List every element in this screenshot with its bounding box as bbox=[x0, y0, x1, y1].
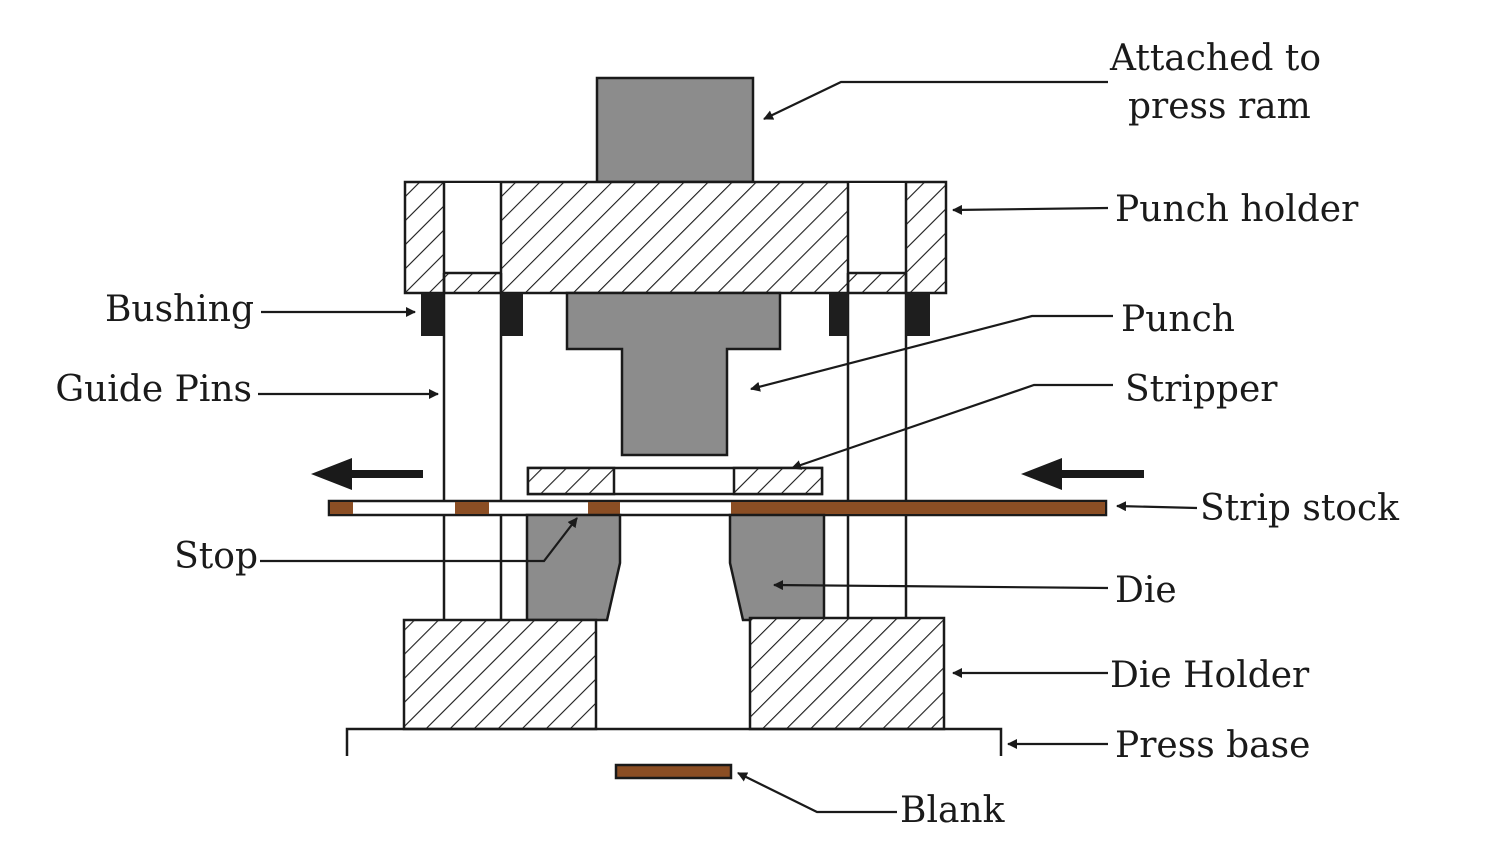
strip-stock-segment bbox=[588, 502, 620, 514]
ram-shank bbox=[595, 76, 755, 184]
punch-body bbox=[565, 291, 782, 457]
strip-stock-segment bbox=[455, 502, 489, 514]
leader-punch bbox=[750, 314, 1113, 392]
leader-attached-to-press-ram bbox=[763, 80, 1108, 120]
bushing-block bbox=[501, 293, 523, 336]
press-base bbox=[345, 727, 1003, 756]
leader-strip-stock bbox=[1116, 501, 1198, 512]
feed-arrow-right-icon bbox=[1021, 458, 1144, 490]
label-attached-line2: press ram bbox=[1128, 86, 1311, 127]
stripper-hatch-right bbox=[732, 466, 824, 496]
die-holder-left bbox=[402, 618, 598, 731]
label-press-base: Press base bbox=[1115, 725, 1310, 766]
label-die: Die bbox=[1115, 570, 1177, 611]
label-stripper: Stripper bbox=[1125, 369, 1278, 410]
die-right-block bbox=[728, 513, 826, 622]
stripper-hatch-left bbox=[526, 466, 616, 496]
bushing-block bbox=[421, 293, 443, 336]
label-bushing: Bushing bbox=[105, 289, 254, 330]
die-left-block bbox=[525, 513, 622, 622]
bushing-block bbox=[829, 293, 848, 336]
label-guide-pins: Guide Pins bbox=[55, 369, 252, 410]
label-die-holder: Die Holder bbox=[1110, 655, 1310, 696]
strip-stock-segment bbox=[731, 502, 1105, 514]
strip-stock-segment bbox=[330, 502, 353, 514]
leader-die bbox=[773, 580, 1109, 591]
label-punch: Punch bbox=[1121, 299, 1235, 340]
bushing-block bbox=[906, 293, 930, 336]
leader-blank bbox=[737, 772, 897, 814]
label-punch-holder: Punch holder bbox=[1115, 189, 1359, 230]
punch-holder-bore-right bbox=[848, 183, 906, 273]
feed-arrow-left-icon bbox=[311, 458, 423, 490]
label-strip-stock: Strip stock bbox=[1200, 488, 1400, 529]
punch-holder-bore-left bbox=[444, 183, 501, 273]
blank-piece bbox=[614, 763, 733, 780]
label-attached-line1: Attached to bbox=[1109, 38, 1321, 79]
label-blank: Blank bbox=[900, 790, 1006, 831]
leader-stop bbox=[260, 517, 578, 563]
die-holder-right bbox=[748, 616, 946, 731]
label-stop: Stop bbox=[174, 536, 258, 577]
leader-punch-holder bbox=[952, 204, 1109, 215]
leader-stripper bbox=[791, 383, 1113, 470]
